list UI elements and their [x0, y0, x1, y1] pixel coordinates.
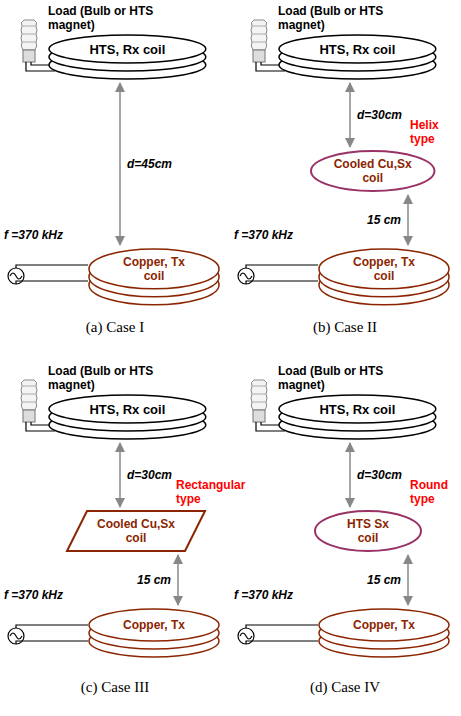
- coil-label: HTS, Rx coil: [302, 42, 412, 57]
- label-text: Load (Bulb or HTS magnet): [278, 364, 418, 392]
- parallelogram-outline: [67, 511, 205, 551]
- coil-label: Copper, Tx coil: [353, 255, 415, 283]
- coil-outline: [278, 34, 437, 80]
- coil-stack: Copper, Tx: [88, 608, 220, 658]
- distance-label: 15 cm: [136, 573, 172, 587]
- coil-turn: [315, 511, 421, 551]
- coil-stack: Copper, Tx coil: [88, 248, 220, 306]
- distance-label: d=45cm: [126, 157, 173, 171]
- coil-turn: [319, 249, 449, 289]
- coil-ellipse: HTS Sx coil: [314, 510, 422, 552]
- distance-label: d=30cm: [356, 468, 403, 482]
- coil-stack: HTS, Rx coil: [278, 34, 437, 80]
- coil-parallelogram: Cooled Cu,Sx coil: [66, 510, 206, 552]
- coil-turn: [279, 35, 436, 63]
- coil-stack: HTS, Rx coil: [48, 34, 207, 80]
- distance-arrow: [349, 83, 351, 147]
- coil-stack: HTS, Rx coil: [48, 394, 207, 440]
- coil-stack: HTS, Rx coil: [278, 394, 437, 440]
- label-text: (c) Case III: [0, 678, 230, 696]
- coil-turn: [49, 395, 206, 423]
- coil-label: Copper, Tx: [123, 618, 185, 632]
- distance-arrow: [119, 83, 121, 245]
- coil-outline: [48, 34, 207, 80]
- coil-stack: Copper, Tx coil: [318, 248, 450, 306]
- distance-label: d=30cm: [126, 468, 173, 482]
- label-text: f =370 kHz: [4, 588, 63, 602]
- coil-outline: [318, 608, 450, 658]
- distance-arrow: [349, 443, 351, 507]
- distance-label: d=30cm: [356, 108, 403, 122]
- coil-label: HTS Sx coil: [338, 517, 398, 545]
- coil-turn: [49, 35, 206, 63]
- coil-turn: [311, 151, 434, 191]
- label-text: f =370 kHz: [234, 588, 293, 602]
- coil-stack: Copper, Tx: [318, 608, 450, 658]
- label-text: (b) Case II: [230, 318, 460, 336]
- coil-outline: [278, 394, 437, 440]
- coil-label: HTS, Rx coil: [302, 402, 412, 417]
- label-text: Load (Bulb or HTS magnet): [278, 4, 418, 32]
- coil-turn: [319, 609, 449, 641]
- coil-label: HTS, Rx coil: [72, 402, 182, 417]
- coil-label: Copper, Tx: [353, 618, 415, 632]
- coil-label: Cooled Cu,Sx coil: [330, 157, 416, 185]
- label-text: Round type: [410, 478, 460, 506]
- distance-label: 15 cm: [366, 213, 402, 227]
- label-text: Helix type: [410, 118, 460, 146]
- coil-outline: [48, 394, 207, 440]
- distance-arrow: [407, 195, 409, 245]
- label-text: (d) Case IV: [230, 678, 460, 696]
- label-text: (a) Case I: [0, 318, 230, 336]
- label-text: f =370 kHz: [4, 228, 63, 242]
- coil-outline: [88, 608, 220, 658]
- distance-arrow: [177, 555, 179, 605]
- coil-turn: [89, 249, 219, 289]
- distance-arrow: [119, 443, 121, 507]
- label-text: f =370 kHz: [234, 228, 293, 242]
- coil-label: Copper, Tx coil: [123, 255, 185, 283]
- coil-turn: [279, 395, 436, 423]
- label-text: Load (Bulb or HTS magnet): [48, 364, 188, 392]
- distance-arrow: [407, 555, 409, 605]
- label-text: Rectangular type: [176, 478, 226, 506]
- label-text: Load (Bulb or HTS magnet): [48, 4, 188, 32]
- coil-label: HTS, Rx coil: [72, 42, 182, 57]
- coil-turn: [89, 609, 219, 641]
- distance-label: 15 cm: [366, 573, 402, 587]
- coil-ellipse: Cooled Cu,Sx coil: [310, 150, 435, 192]
- coil-label: Cooled Cu,Sx coil: [93, 517, 179, 545]
